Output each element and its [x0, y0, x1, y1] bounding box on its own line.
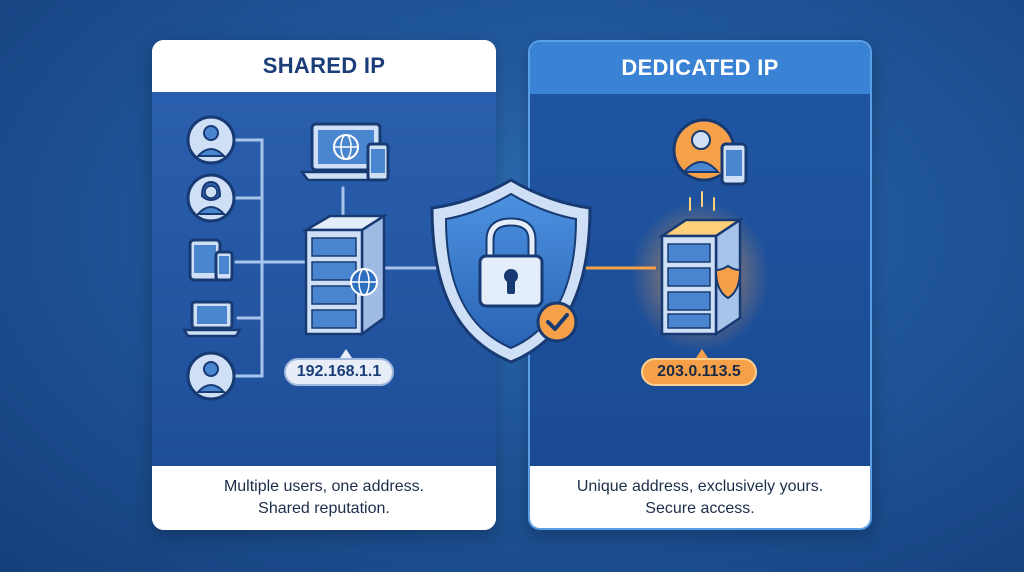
user-phone-icon — [672, 118, 748, 186]
server-globe-icon — [301, 213, 389, 337]
server-shield-icon — [657, 217, 745, 337]
shared-ip-address-badge: 192.168.1.1 — [284, 358, 394, 386]
glow-sparks — [689, 191, 715, 211]
shared-ip-caption: Multiple users, one address. Shared repu… — [152, 466, 496, 530]
tablet-phone-icon — [188, 238, 234, 282]
laptop-icon — [181, 300, 243, 338]
laptop-globe-phone-icon — [299, 122, 391, 182]
shared-ip-pointer — [340, 349, 352, 358]
shared-caption-line1: Multiple users, one address. — [223, 478, 425, 495]
shared-ip-title: SHARED IP — [152, 40, 496, 92]
dedicated-caption-line1: Unique address, exclusively yours. — [576, 478, 824, 495]
dedicated-ip-address-badge: 203.0.113.5 — [641, 358, 757, 386]
dedicated-ip-pointer — [696, 349, 708, 358]
shared-caption-line2: Shared reputation. — [258, 500, 390, 517]
user-female-icon — [186, 173, 236, 223]
dedicated-caption-line2: Secure access. — [645, 500, 755, 517]
shared-connector-lines — [232, 138, 442, 378]
user-icon — [186, 115, 236, 165]
user-icon — [186, 351, 236, 401]
dedicated-ip-title: DEDICATED IP — [530, 42, 870, 94]
check-badge-icon — [536, 301, 578, 343]
dedicated-ip-caption: Unique address, exclusively yours. Secur… — [530, 466, 870, 528]
